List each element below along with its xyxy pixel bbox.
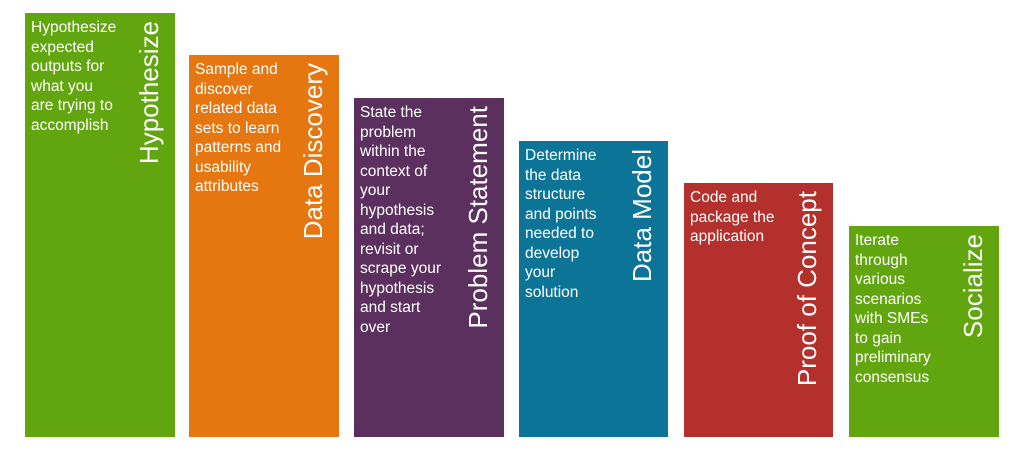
- step-title: Problem Statement: [463, 106, 493, 329]
- step-description: Iterate through various scenarios with S…: [855, 232, 931, 386]
- step-title: Hypothesize: [134, 21, 164, 165]
- step-proof-of-concept: Code and package the application Proof o…: [684, 183, 833, 437]
- step-data-model: Determine the data structure and points …: [519, 141, 668, 437]
- step-title: Proof of Concept: [792, 191, 822, 387]
- step-description: State the problem within the context of …: [360, 104, 441, 336]
- step-description: Sample and discover related data sets to…: [195, 61, 282, 195]
- step-title: Data Model: [627, 149, 657, 282]
- step-title: Socialize: [958, 234, 988, 339]
- step-hypothesize: Hypothesize expected outputs for what yo…: [25, 13, 175, 437]
- step-description: Determine the data structure and points …: [525, 147, 597, 301]
- step-description: Hypothesize expected outputs for what yo…: [31, 19, 117, 134]
- step-socialize: Iterate through various scenarios with S…: [849, 226, 999, 437]
- step-data-discovery: Sample and discover related data sets to…: [189, 55, 339, 437]
- step-title: Data Discovery: [298, 63, 328, 240]
- step-problem-statement: State the problem within the context of …: [354, 98, 504, 437]
- step-description: Code and package the application: [690, 189, 775, 245]
